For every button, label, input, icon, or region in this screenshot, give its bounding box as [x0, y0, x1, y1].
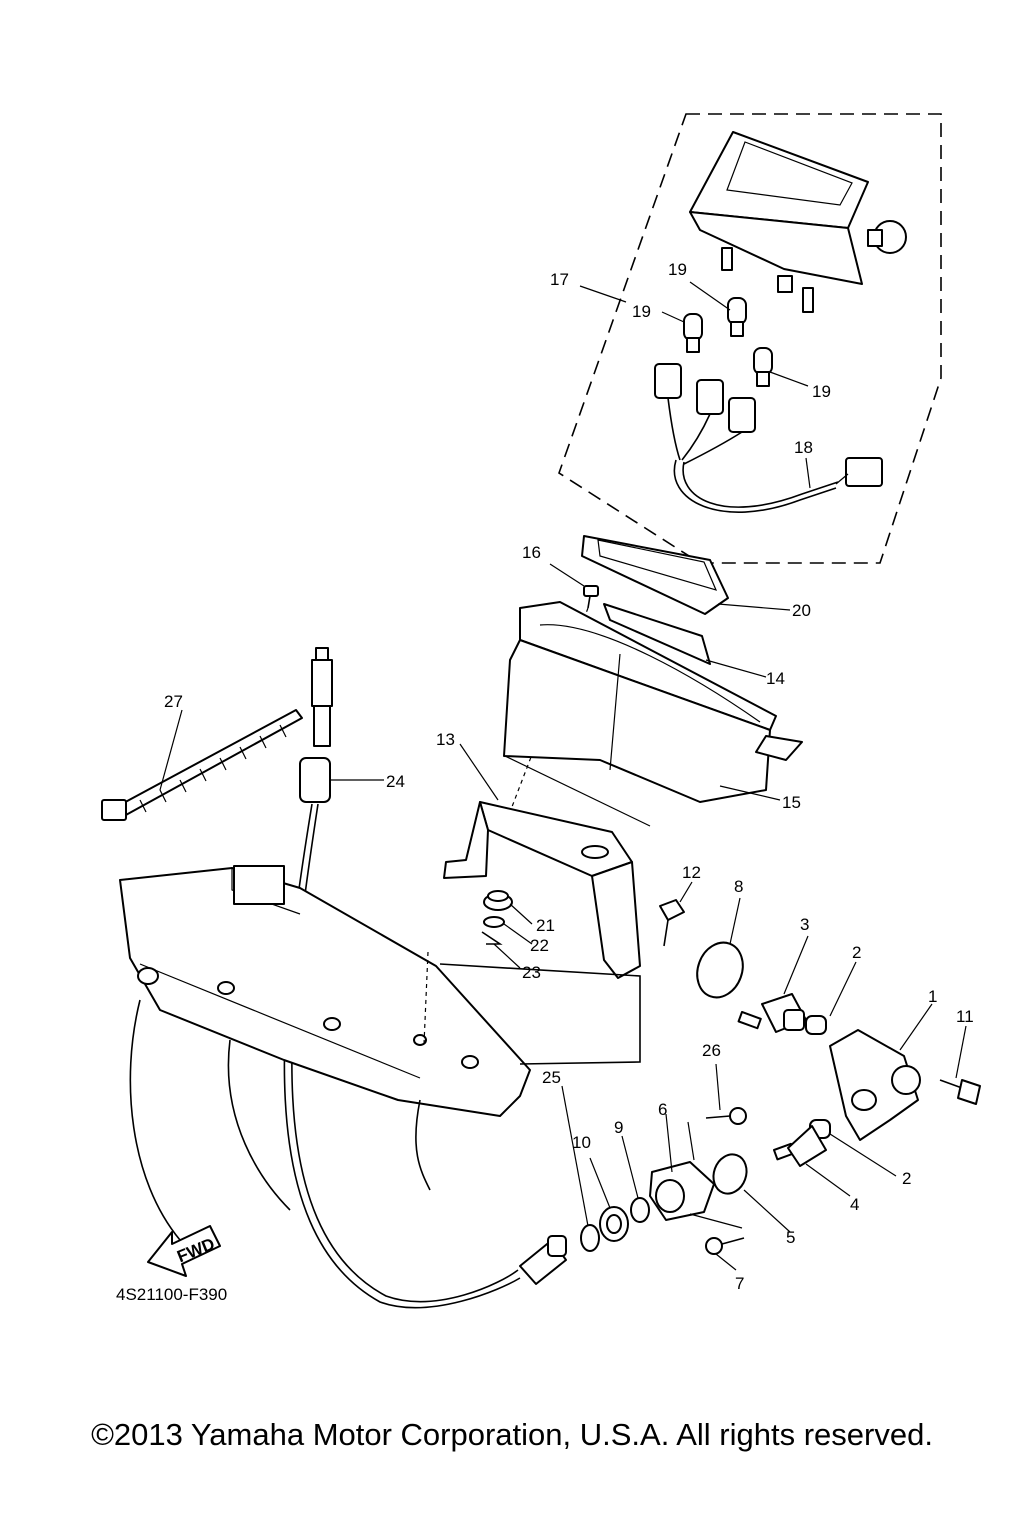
callout-7: 7: [735, 1274, 744, 1293]
clip-23: [481, 931, 503, 945]
callout-26: 26: [702, 1041, 721, 1060]
callout-6: 6: [658, 1100, 667, 1119]
callout-14: 14: [766, 669, 785, 688]
bolt-26: [705, 1107, 747, 1125]
callout-16: 16: [522, 543, 541, 562]
callout-labels: 17 19 19 19 18 16 20 14 15 13 21 22 23 2…: [164, 260, 974, 1293]
gear-3: [737, 993, 807, 1033]
washer-22: [483, 916, 505, 928]
o-ring-5: [712, 1153, 748, 1195]
callout-17: 17: [550, 270, 569, 289]
callout-15: 15: [782, 793, 801, 812]
callout-5: 5: [786, 1228, 795, 1247]
meter-assembly-boundary: [558, 113, 942, 564]
bolt-11: [939, 1079, 981, 1105]
callout-8: 8: [734, 877, 743, 896]
callout-13: 13: [436, 730, 455, 749]
lens-cover: [581, 535, 729, 615]
callout-21: 21: [536, 916, 555, 935]
cable-tie: [101, 709, 303, 821]
meter-housing: [689, 131, 907, 313]
gear-4: [772, 1125, 827, 1167]
washer-9: [630, 1197, 650, 1223]
leader-lines: [159, 281, 967, 1271]
callout-20: 20: [792, 601, 811, 620]
callout-23: 23: [522, 963, 541, 982]
callout-11: 11: [956, 1007, 974, 1026]
callout-10: 10: [572, 1133, 591, 1152]
callout-18: 18: [794, 438, 813, 457]
callout-25: 25: [542, 1068, 561, 1087]
forward-direction-arrow: FWD: [147, 1225, 221, 1277]
callout-19b: 19: [632, 302, 651, 321]
callout-19c: 19: [812, 382, 831, 401]
bulb-19c: [753, 347, 773, 387]
gasket-14: [603, 603, 711, 665]
callout-27: 27: [164, 692, 183, 711]
wire-harness: [654, 363, 883, 513]
callout-22: 22: [530, 936, 549, 955]
callout-12: 12: [682, 863, 701, 882]
callout-4: 4: [850, 1195, 859, 1214]
meter-case: [503, 601, 803, 827]
screw-16: [583, 585, 599, 609]
copyright-notice: ©2013 Yamaha Motor Corporation, U.S.A. A…: [91, 1417, 933, 1452]
bulb-19b: [727, 297, 747, 337]
gear-housing-1: [829, 1029, 921, 1141]
callout-2a: 2: [852, 943, 861, 962]
bushing-2a: [805, 1015, 827, 1035]
part-code: 4S21100-F390: [116, 1285, 227, 1304]
callout-3: 3: [800, 915, 809, 934]
callout-9: 9: [614, 1118, 623, 1137]
bracket-13: [443, 801, 641, 979]
ring-25: [580, 1224, 600, 1252]
grommet-21: [483, 890, 513, 911]
steering-mount: [119, 865, 641, 1241]
callout-1: 1: [928, 987, 937, 1006]
seal-10: [599, 1206, 629, 1242]
screw-7: [705, 1237, 745, 1255]
bulb-19a: [683, 313, 703, 353]
callout-19a: 19: [668, 260, 687, 279]
callout-24: 24: [386, 772, 405, 791]
callout-2b: 2: [902, 1169, 911, 1188]
o-ring-8: [696, 941, 744, 999]
bolt-12: [659, 899, 685, 947]
coupling-6: [649, 1121, 743, 1229]
